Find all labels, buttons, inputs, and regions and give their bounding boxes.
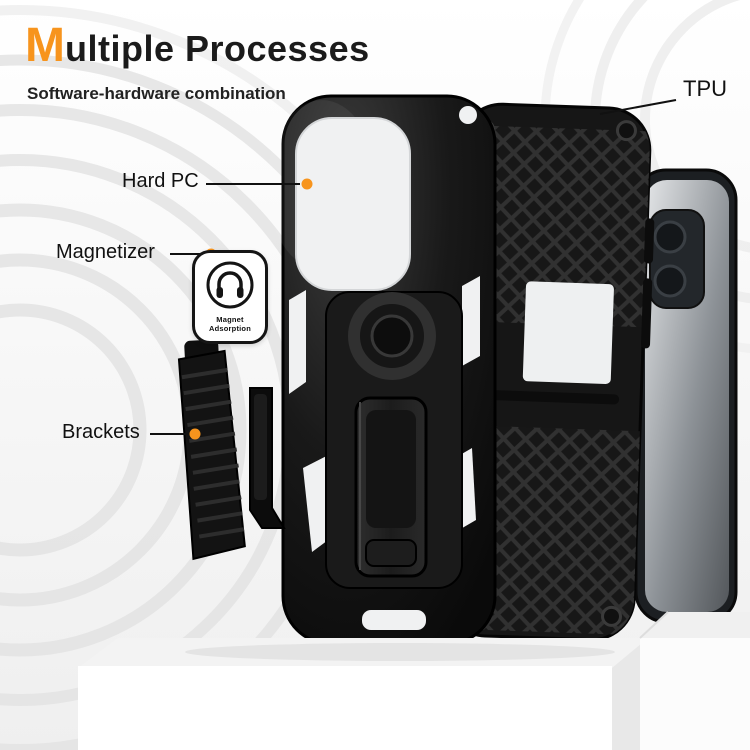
phone-graphic (634, 168, 738, 624)
bracket-graphic (177, 339, 246, 561)
callout-label-hard-pc: Hard PC (122, 170, 199, 192)
title-rest-text: ultiple Processes (64, 28, 370, 69)
magnet-adsorption-badge: Magnet Adsorption (192, 250, 268, 344)
magnet-badge-label: Magnet Adsorption (209, 315, 251, 333)
callout-label-tpu: TPU (683, 76, 727, 101)
subtitle: Software-hardware combination (27, 84, 286, 103)
front-shell-graphic (267, 94, 497, 646)
side-bracket-graphic (249, 387, 286, 529)
callout-label-brackets: Brackets (62, 421, 140, 443)
callout-label-magnetizer: Magnetizer (56, 241, 155, 263)
title-accent-letter: M (25, 19, 65, 72)
headset-magnet-icon (206, 261, 254, 309)
pedestal-blocks (78, 611, 750, 750)
